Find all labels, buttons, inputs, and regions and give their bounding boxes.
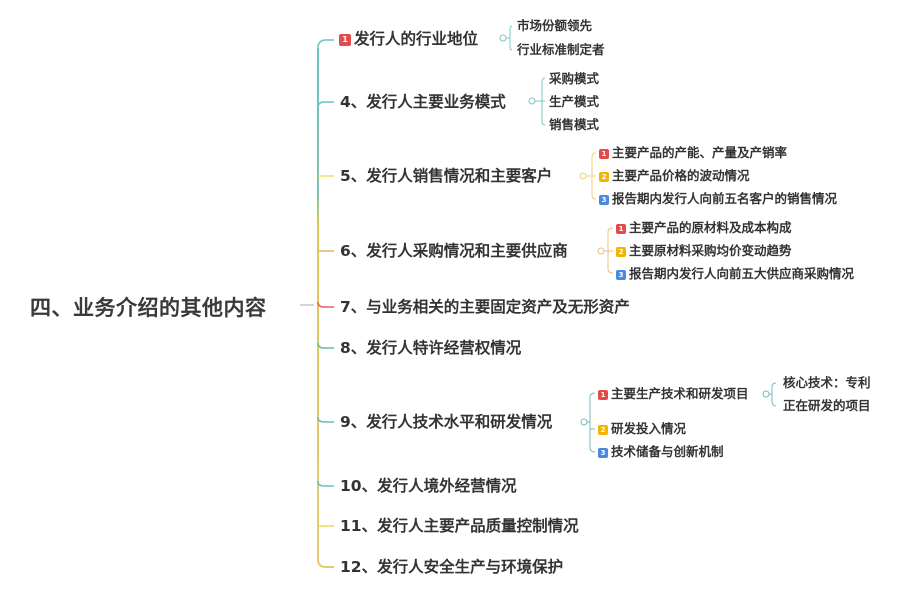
root-topic[interactable]: 四、业务介绍的其他内容 bbox=[30, 296, 267, 320]
subtopic-label: 主要产品的原材料及成本构成 bbox=[629, 220, 792, 235]
branch-franchise-rights[interactable]: 8、发行人特许经营权情况 bbox=[340, 339, 522, 357]
branch-technology-rd[interactable]: 9、发行人技术水平和研发情况 bbox=[340, 413, 553, 431]
subtopic-market-share[interactable]: 市场份额领先 bbox=[517, 18, 593, 33]
subtopic-label: 技术储备与创新机制 bbox=[611, 444, 724, 459]
branch-safety-environment[interactable]: 12、发行人安全生产与环境保护 bbox=[340, 558, 564, 576]
priority-3-icon: 3 bbox=[598, 448, 608, 458]
priority-1-icon: 1 bbox=[598, 390, 608, 400]
priority-2-icon: 2 bbox=[616, 247, 626, 257]
branch-overseas-operations[interactable]: 10、发行人境外经营情况 bbox=[340, 477, 517, 495]
subtopic-ongoing-rd-projects[interactable]: 正在研发的项目 bbox=[783, 398, 871, 413]
subtopic-label: 报告期内发行人向前五大供应商采购情况 bbox=[629, 266, 855, 281]
branch-procurement-suppliers[interactable]: 6、发行人采购情况和主要供应商 bbox=[340, 242, 568, 260]
branch-business-model[interactable]: 4、发行人主要业务模式 bbox=[340, 93, 506, 111]
subtopic-label: 主要生产技术和研发项目 bbox=[611, 386, 749, 401]
priority-2-icon: 2 bbox=[598, 425, 608, 435]
priority-3-icon: 3 bbox=[599, 195, 609, 205]
subtopic-label: 主要产品的产能、产量及产销率 bbox=[612, 145, 788, 160]
subtopic-core-tech-patents[interactable]: 核心技术：专利 bbox=[783, 375, 871, 390]
subtopic-label: 主要原材料采购均价变动趋势 bbox=[629, 243, 792, 258]
subtopic-label: 报告期内发行人向前五名客户的销售情况 bbox=[612, 191, 838, 206]
priority-3-icon: 3 bbox=[616, 270, 626, 280]
priority-2-icon: 2 bbox=[599, 172, 609, 182]
subtopic-production-model[interactable]: 生产模式 bbox=[549, 94, 600, 109]
priority-1-icon: 1 bbox=[616, 224, 626, 234]
branch-label: 发行人的行业地位 bbox=[354, 30, 479, 48]
priority-1-icon: 1 bbox=[599, 149, 609, 159]
branch-quality-control[interactable]: 11、发行人主要产品质量控制情况 bbox=[340, 517, 579, 535]
priority-1-icon: 1 bbox=[339, 34, 351, 46]
subtopic-label: 研发投入情况 bbox=[611, 421, 687, 436]
branch-fixed-intangible-assets[interactable]: 7、与业务相关的主要固定资产及无形资产 bbox=[340, 298, 630, 316]
subtopic-label: 主要产品价格的波动情况 bbox=[612, 168, 750, 183]
subtopic-sales-model[interactable]: 销售模式 bbox=[549, 117, 600, 132]
subtopic-industry-standard[interactable]: 行业标准制定者 bbox=[517, 42, 605, 57]
subtopic-procurement-model[interactable]: 采购模式 bbox=[549, 71, 600, 86]
branch-sales-customers[interactable]: 5、发行人销售情况和主要客户 bbox=[340, 167, 553, 185]
